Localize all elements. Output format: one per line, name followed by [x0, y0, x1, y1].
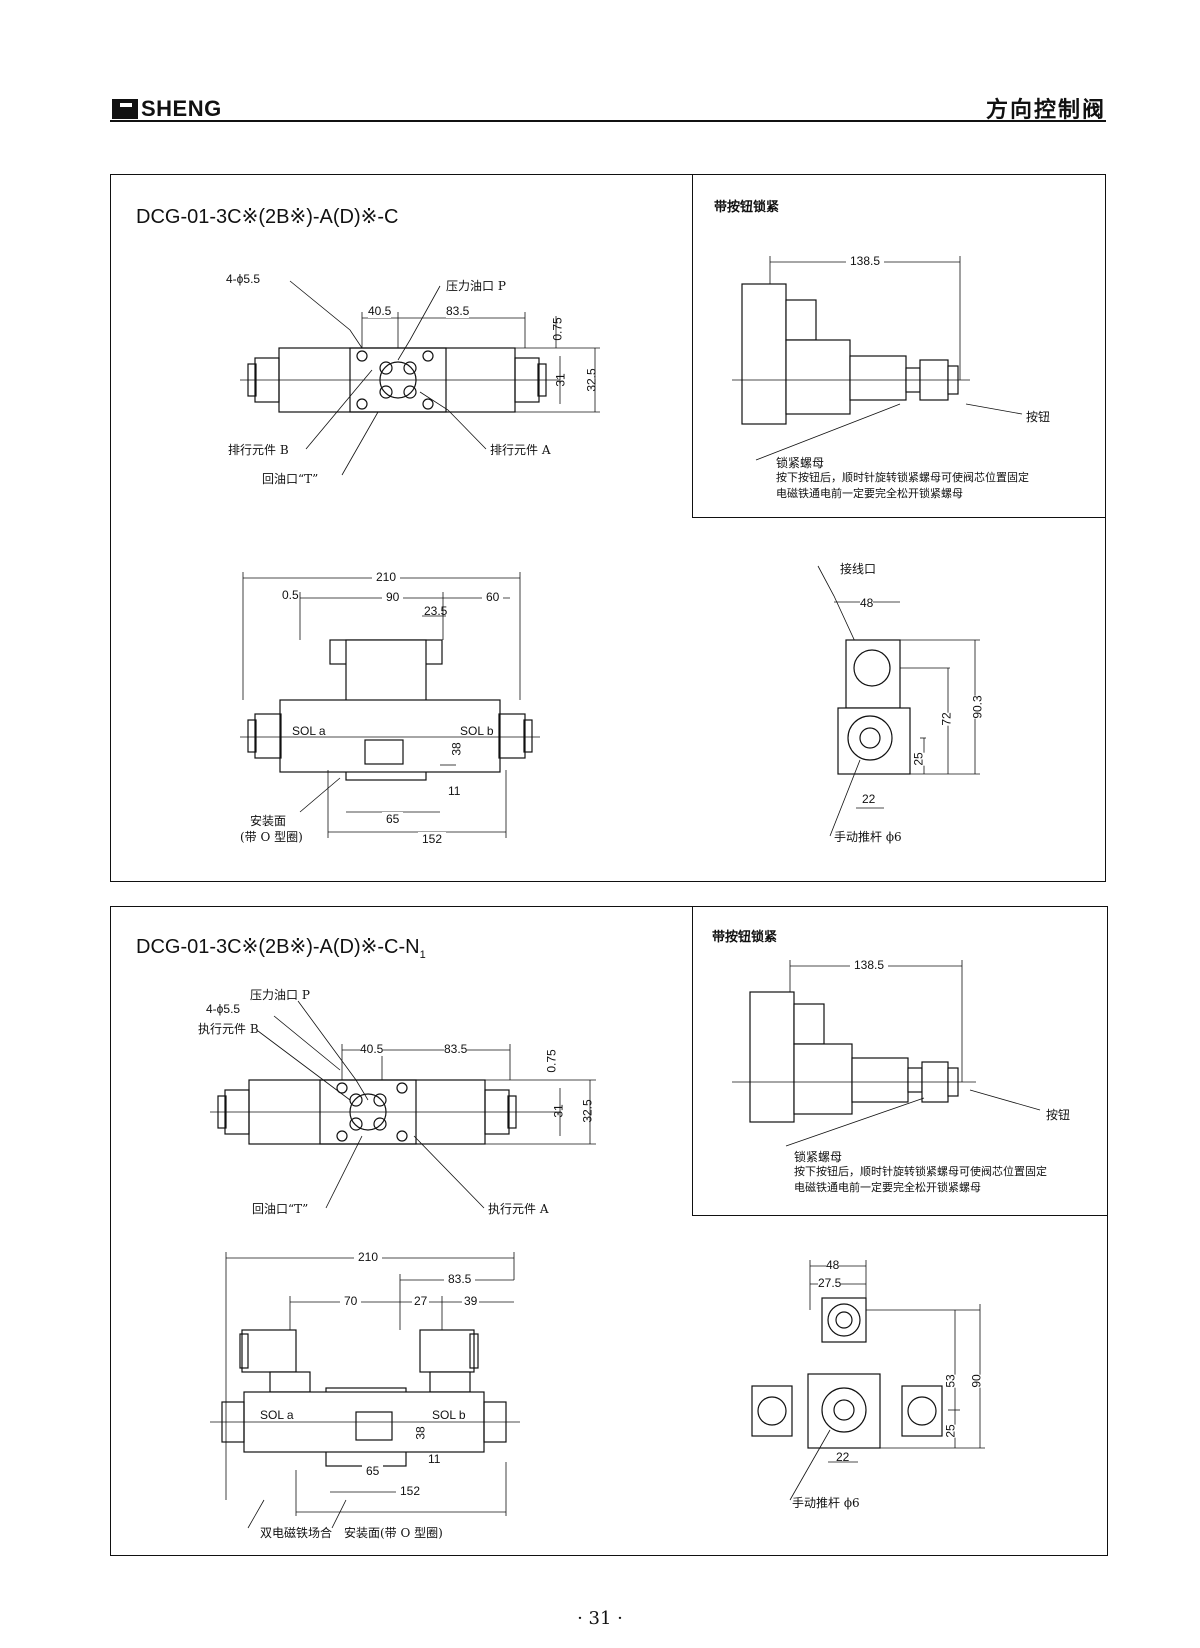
section2-panel [110, 906, 1108, 1556]
section1-title: DCG-01-3C※(2B※)-A(D)※-C [136, 206, 399, 228]
s1-end-dim-48: 48 [860, 596, 874, 610]
s2-inset-note2: 电磁铁通电前一定要完全松开锁紧螺母 [794, 1181, 981, 1194]
brand-name: SHENG [141, 96, 222, 121]
s1-dim-11: 11 [448, 784, 461, 798]
s2-dim-152: 152 [396, 1484, 425, 1498]
s2-end-dim-48: 48 [826, 1258, 840, 1272]
section1-inset-title: 带按钮锁紧 [714, 200, 780, 215]
s2-end-dim-27-5: 27.5 [818, 1276, 842, 1290]
s2-dim-83-5-side: 83.5 [444, 1272, 476, 1286]
s2-sol-b-label: SOL b [432, 1408, 466, 1422]
s1-holes-label: 4-ϕ5.5 [226, 272, 261, 286]
s1-dim-83-5: 83.5 [446, 304, 470, 318]
s2-end-dim-90: 90 [969, 1374, 984, 1388]
s1-sol-b-label: SOL b [460, 724, 494, 738]
s2-dual-solenoid-label: 双电磁铁场合 [260, 1526, 333, 1540]
s2-holes-label: 4-ϕ5.5 [206, 1002, 241, 1016]
s1-dim-0-5: 0.5 [282, 588, 299, 602]
s2-inset-lock-nut-label: 锁紧螺母 [794, 1150, 843, 1164]
s1-wire-port-label: 接线口 [840, 562, 877, 576]
page-title: 方向控制阀 [985, 98, 1106, 123]
section2-title-sub: 1 [419, 949, 426, 961]
s2-sol-a-label: SOL a [260, 1408, 294, 1422]
page-number: · 31 · [577, 1608, 623, 1629]
s1-inset-button-label: 按钮 [1026, 410, 1051, 424]
s1-mount-face-label: 安装面 [250, 814, 287, 828]
s2-dim-70: 70 [340, 1294, 362, 1308]
s1-manual-push-label: 手动推杆 ϕ6 [834, 830, 902, 844]
s2-dim-39: 39 [462, 1294, 480, 1308]
section1-panel [110, 174, 1106, 882]
s1-inset-dim-138-5: 138.5 [846, 254, 885, 268]
section1-inset-panel [692, 174, 1106, 518]
s2-manual-push-label: 手动推杆 ϕ6 [792, 1496, 860, 1510]
s2-dim-40-5: 40.5 [360, 1042, 384, 1056]
s1-return-port-label: 回油口“T” [262, 472, 319, 486]
section2-inset-title: 带按钮锁紧 [712, 930, 778, 945]
s1-pressure-port-label: 压力油口 P [446, 279, 506, 293]
s2-dim-65: 65 [362, 1464, 384, 1478]
section2-inset-panel [692, 906, 1108, 1216]
section2-title-main: DCG-01-3C※(2B※)-A(D)※-C-N [136, 936, 420, 958]
s1-dim-152: 152 [418, 832, 447, 846]
s2-dim-11: 11 [428, 1452, 441, 1466]
brand-f-icon [112, 99, 138, 119]
s2-return-port-label: 回油口“T” [252, 1202, 309, 1216]
s1-end-dim-22: 22 [862, 792, 876, 806]
s2-dim-210: 210 [354, 1250, 383, 1264]
s2-inset-note1: 按下按钮后，顺时针旋转锁紧螺母可使阀芯位置固定 [794, 1165, 1047, 1178]
header-rule [110, 120, 1106, 122]
s1-inset-note1: 按下按钮后，顺时针旋转锁紧螺母可使阀芯位置固定 [776, 471, 1029, 484]
s2-inset-dim-138-5: 138.5 [850, 958, 889, 972]
s1-dim-40-5: 40.5 [368, 304, 392, 318]
s1-inset-note2: 电磁铁通电前一定要完全松开锁紧螺母 [776, 487, 963, 500]
s1-dim-65: 65 [382, 812, 404, 826]
s1-port-a-label: 排行元件 A [490, 443, 551, 457]
s2-port-b-label: 执行元件 B [198, 1022, 259, 1036]
s2-port-a-label: 执行元件 A [488, 1202, 549, 1216]
s2-end-dim-25: 25 [943, 1424, 958, 1438]
s2-inset-button-label: 按钮 [1046, 1108, 1071, 1122]
s1-port-b-label: 排行元件 B [228, 443, 289, 457]
s2-dim-27: 27 [412, 1294, 430, 1308]
s1-dim-23-5: 23.5 [424, 604, 448, 618]
s2-end-dim-53: 53 [943, 1374, 958, 1388]
s1-dim-90: 90 [382, 590, 404, 604]
s1-sol-a-label: SOL a [292, 724, 326, 738]
s1-inset-lock-nut-label: 锁紧螺母 [776, 456, 825, 470]
s1-dim-210: 210 [372, 570, 401, 584]
s2-pressure-port-label: 压力油口 P [250, 988, 310, 1002]
brand-logo: SHENG [112, 96, 222, 122]
s1-mount-face-label2: (带 O 型圈) [240, 830, 303, 844]
section2-title: DCG-01-3C※(2B※)-A(D)※-C-N1 [136, 934, 426, 961]
s2-dim-83-5: 83.5 [444, 1042, 468, 1056]
s2-mount-face-label: 安装面(带 O 型圈) [344, 1526, 443, 1540]
s2-end-dim-22: 22 [836, 1450, 850, 1464]
s1-dim-60: 60 [482, 590, 504, 604]
